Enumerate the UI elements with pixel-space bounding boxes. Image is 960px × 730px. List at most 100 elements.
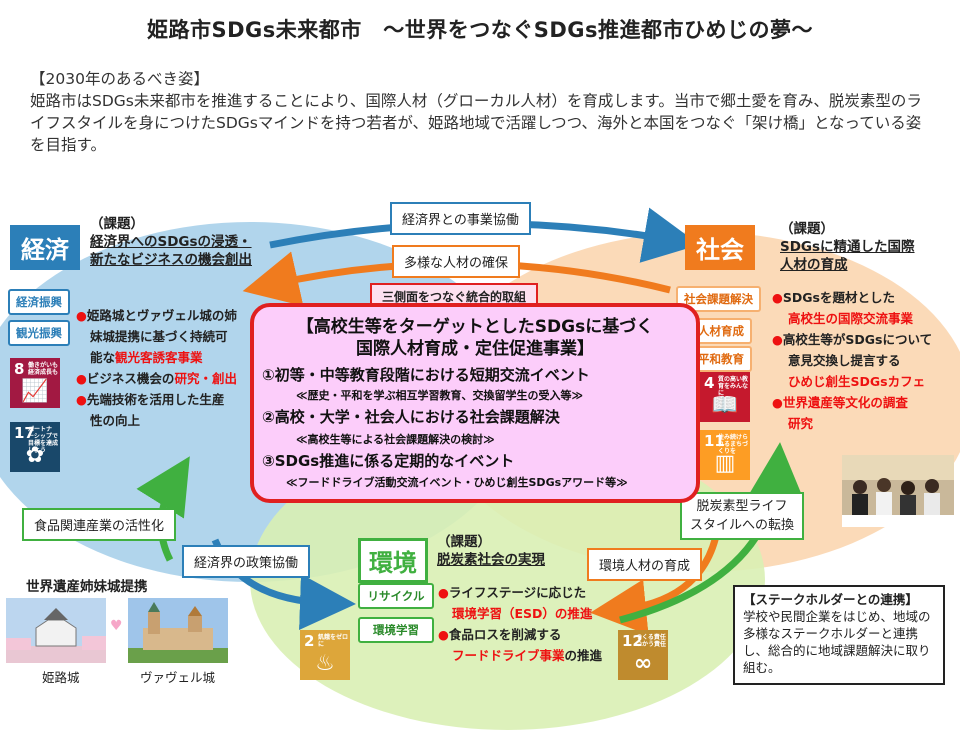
label-decarbon: 脱炭素型ライフ スタイルへの転換	[680, 492, 805, 540]
sdg-8-text: 働きがいも経済成長も	[28, 362, 59, 376]
econ-b1-3a: 能な	[90, 350, 116, 365]
center-sub-2: ≪高校生等による社会課題解決の検討≫	[296, 433, 495, 446]
vision-heading: 【2030年のあるべき姿】	[30, 70, 209, 88]
env-b2: 食品ロスを削減する	[448, 627, 562, 642]
soc-b1r: 高校生の国際交流事業	[788, 311, 914, 326]
economy-kadai-line2: 新たなビジネスの機会創出	[90, 252, 252, 268]
society-kadai-head: （課題）	[780, 221, 834, 237]
environment-kadai: （課題） 脱炭素社会の実現	[437, 533, 545, 569]
sdg-11-text: 住み続けられるまちづくりを	[718, 434, 749, 455]
tag-recycle: リサイクル	[358, 583, 434, 609]
center-sub-3: ≪フードドライブ活動交流イベント・ひめじ創生SDGsアワード等≫	[286, 476, 628, 489]
sdg-12-number: 12	[622, 632, 643, 650]
label-food-industry: 食品関連産業の活性化	[22, 508, 177, 541]
env-b1: ライフステージに応じた	[448, 585, 587, 600]
sister-city-heading: 世界遺産姉妹城提携	[26, 579, 148, 595]
chart-rising-icon: 📈	[21, 379, 49, 404]
environment-kadai-line1: 脱炭素社会の実現	[437, 552, 545, 568]
page-title: 姫路市SDGs未来都市 ～世界をつなぐSDGs推進都市ひめじの夢～	[146, 18, 814, 42]
economy-kadai-head: （課題）	[90, 216, 144, 232]
environment-kadai-head: （課題）	[437, 534, 491, 550]
sdg-12-card: 12 つくる責任つかう責任 ∞	[618, 630, 668, 680]
sdg-4-number: 4	[704, 374, 715, 392]
environment-label: 環境	[358, 538, 428, 583]
econ-b3-2: 性の向上	[90, 413, 141, 428]
central-project-title: 【高校生等をターゲットとしたSDGsに基づく 国際人材育成・定住促進事業】	[250, 316, 700, 360]
wawel-caption: ヴァヴェル城	[140, 670, 216, 685]
tag-peace: 平和教育	[690, 346, 752, 372]
economy-kadai-line1: 経済界へのSDGsの浸透・	[90, 234, 252, 250]
econ-b1-1: 姫路城とヴァヴェル城の姉	[86, 308, 237, 323]
environment-bullets: ●ライフステージに応じた 環境学習（ESD）の推進 ●食品ロスを削減する フード…	[438, 582, 618, 666]
sdg-2-text: 飢餓をゼロに	[318, 634, 349, 648]
label-decarbon-line1: 脱炭素型ライフ	[696, 499, 788, 514]
sdg-4-card: 4 質の高い教育をみんなに 📖	[700, 372, 750, 422]
bullet-icon: ●	[772, 395, 783, 410]
sdg-2-card: 2 飢餓をゼロに ♨	[300, 630, 350, 680]
soc-b3r: 世界遺産等文化の調査	[782, 395, 908, 410]
soc-b1: SDGsを題材とした	[782, 290, 896, 305]
center-sub-1: ≪歴史・平和を学ぶ相互学習教育、交換留学生の受入等≫	[296, 389, 584, 402]
env-b1r: 環境学習（ESD）の推進	[452, 606, 593, 621]
sdg-8-number: 8	[14, 360, 25, 378]
society-kadai-line1: SDGsに精通した国際	[780, 239, 915, 255]
center-title-line1: 【高校生等をターゲットとしたSDGsに基づく	[296, 317, 654, 337]
sdg-4-text: 質の高い教育をみんなに	[718, 376, 749, 397]
soc-b2r: ひめじ創生SDGsカフェ	[788, 374, 926, 389]
infinity-icon: ∞	[633, 651, 653, 676]
economy-kadai: （課題） 経済界へのSDGsの浸透・ 新たなビジネスの機会創出	[90, 215, 252, 269]
sdg-17-number: 17	[14, 424, 35, 442]
society-kadai: （課題） SDGsに精通した国際 人材の育成	[780, 220, 915, 274]
society-bullets: ●SDGsを題材とした 高校生の国際交流事業 ●高校生等がSDGsについて 意見…	[772, 287, 952, 434]
sdg-8-card: 8 働きがいも経済成長も 📈	[10, 358, 60, 408]
himeji-castle-photo	[6, 598, 106, 663]
stakeholder-box: 【ステークホルダーとの連携】 学校や民間企業をはじめ、地域の多様なステークホルダ…	[733, 585, 945, 685]
sdg-11-card: 11 住み続けられるまちづくりを ▥	[700, 430, 750, 480]
bullet-icon: ●	[76, 392, 87, 407]
bullet-icon: ●	[76, 371, 87, 386]
bullet-icon: ●	[76, 308, 87, 323]
society-label: 社会	[685, 225, 755, 270]
label-diverse-talent: 多様な人材の確保	[392, 245, 521, 278]
tag-talent: 人材育成	[690, 318, 752, 344]
center-item-1: ①初等・中等教育段階における短期交流イベント	[262, 366, 590, 384]
soc-b3r2: 研究	[788, 416, 814, 431]
society-kadai-line2: 人材の育成	[780, 257, 848, 273]
students-photo	[842, 455, 954, 527]
economy-bullets: ●姫路城とヴァヴェル城の姉 妹城提携に基づく持続可 能な観光客誘客事業 ●ビジネ…	[76, 305, 256, 431]
wawel-castle-photo	[128, 598, 228, 663]
central-project-box	[250, 303, 700, 503]
center-item-2: ②高校・大学・社会人における社会課題解決	[262, 408, 560, 426]
econ-b2a: ビジネス機会の	[86, 371, 175, 386]
himeji-caption: 姫路城	[42, 670, 80, 685]
book-icon: 📖	[711, 393, 739, 418]
sdg-2-number: 2	[304, 632, 315, 650]
stakeholder-body: 学校や民間企業をはじめ、地域の多様なステークホルダーと連携し、総合的に地域課題解…	[743, 609, 931, 675]
center-item-3: ③SDGs推進に係る定期的なイベント	[262, 452, 515, 470]
bullet-icon: ●	[438, 585, 449, 600]
city-buildings-icon: ▥	[714, 451, 736, 476]
tag-econ-promotion: 経済振興	[8, 289, 70, 315]
economy-label: 経済	[10, 225, 80, 270]
tag-env-learning: 環境学習	[358, 617, 434, 643]
sdg-12-text: つくる責任つかう責任	[636, 634, 667, 648]
soc-b2: 高校生等がSDGsについて	[782, 332, 933, 347]
econ-b1-3b: 観光客誘客事業	[115, 350, 203, 365]
sdg-11-number: 11	[704, 432, 725, 450]
stakeholder-heading: 【ステークホルダーとの連携】	[743, 592, 918, 607]
econ-b1-2: 妹城提携に基づく持続可	[90, 329, 228, 344]
tag-tourism: 観光振興	[8, 320, 70, 346]
bowl-icon: ♨	[315, 651, 335, 676]
label-env-talent: 環境人材の育成	[587, 548, 703, 581]
bullet-icon: ●	[772, 290, 783, 305]
soc-b2b: 意見交換し提言する	[788, 353, 901, 368]
label-econ-policy: 経済界の政策協働	[182, 545, 311, 578]
sdg-17-card: 17 パートナーシップで目標を達成しよう ✿	[10, 422, 60, 472]
env-b2s: の推進	[564, 648, 603, 663]
econ-b2b: 研究・創出	[174, 371, 237, 386]
vision-text: 【2030年のあるべき姿】 姫路市はSDGs未来都市を推進することにより、国際人…	[30, 68, 935, 156]
bullet-icon: ●	[438, 627, 449, 642]
sdg-17-text: パートナーシップで目標を達成しよう	[28, 426, 59, 454]
econ-b3-1: 先端技術を活用した生産	[86, 392, 225, 407]
center-title-line2: 国際人材育成・定住促進事業】	[356, 339, 594, 359]
